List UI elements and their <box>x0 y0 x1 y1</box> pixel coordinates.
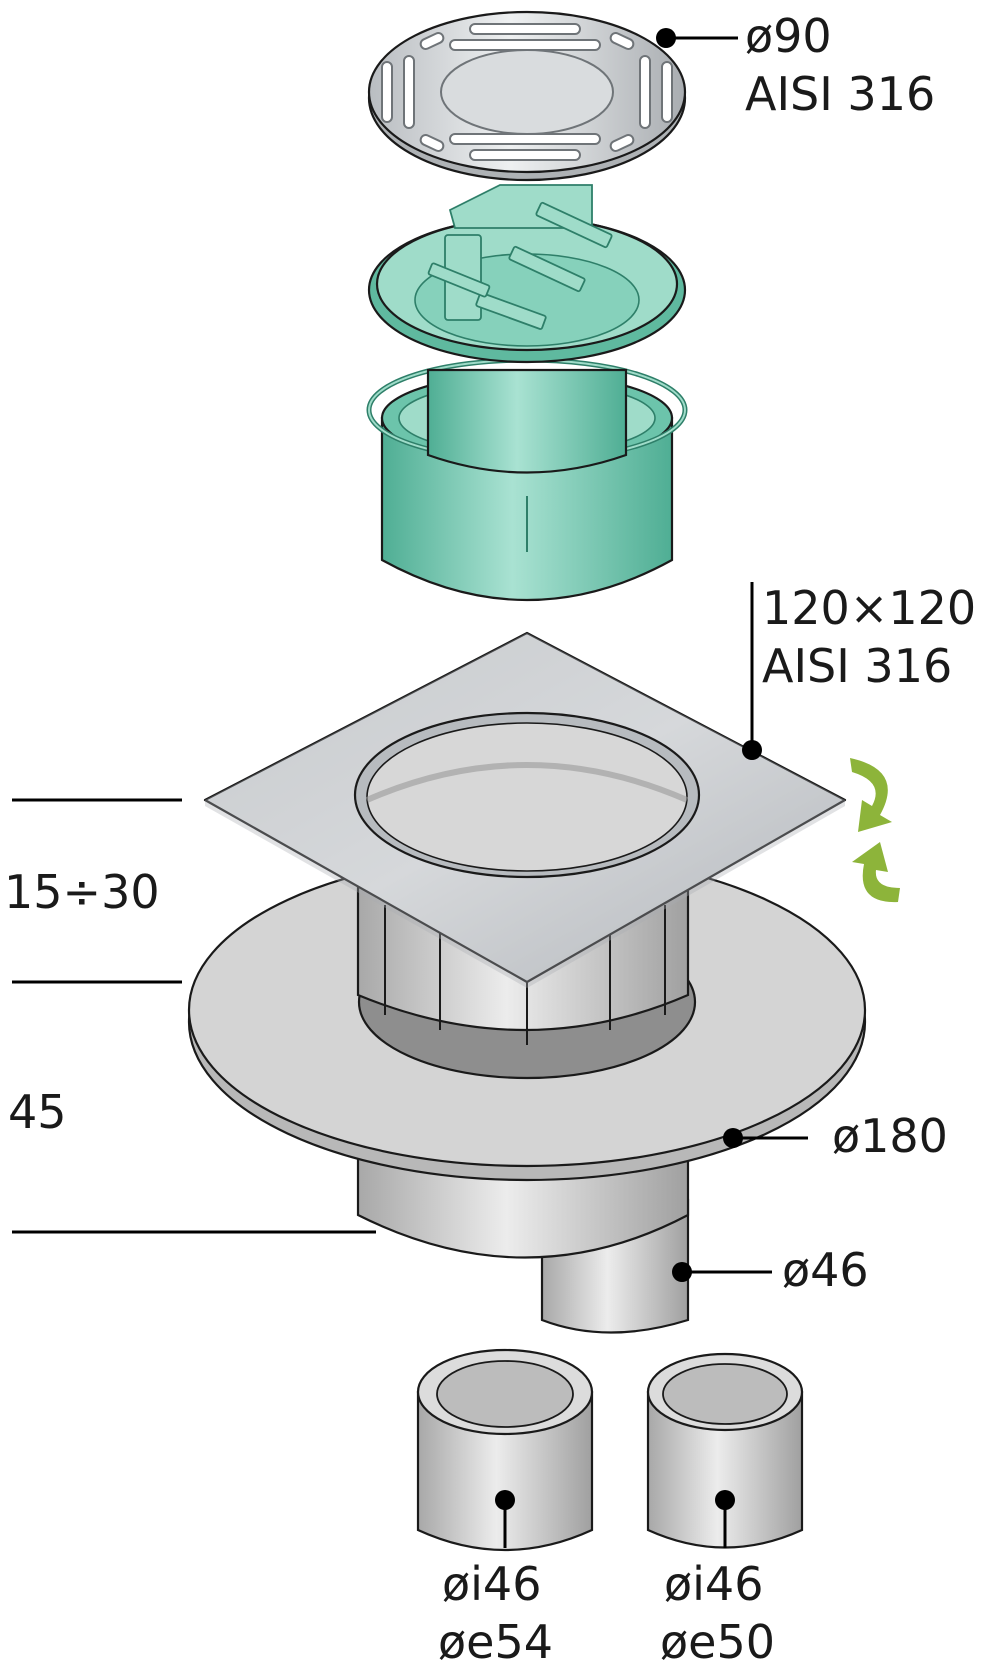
adapter-2-outer-label: øe50 <box>660 1615 775 1669</box>
adapter-50 <box>646 1352 804 1549</box>
rotate-arrows-icon <box>850 758 900 903</box>
leader-grate <box>656 28 738 48</box>
leader-outlet <box>672 1262 772 1282</box>
flange-material-label: AISI 316 <box>762 639 952 693</box>
flange-size-label: 120×120 <box>762 581 976 635</box>
square-flange <box>203 631 847 988</box>
round-grate <box>367 10 687 182</box>
dimension-adjust-label: 15÷30 <box>4 865 160 919</box>
leader-flange <box>742 582 762 760</box>
leader-membrane <box>723 1128 808 1148</box>
adapter-2-inner-label: øi46 <box>664 1557 763 1611</box>
adapter-54 <box>416 1348 594 1552</box>
adapter-1-inner-label: øi46 <box>442 1557 541 1611</box>
grate-diameter-label: ø90 <box>745 9 832 63</box>
leader-adapter-54 <box>495 1490 515 1548</box>
adapter-1-outer-label: øe54 <box>438 1615 553 1669</box>
outlet-diameter-label: ø46 <box>782 1243 869 1297</box>
leader-adapter-50 <box>715 1490 735 1548</box>
dimension-body-label: 45 <box>8 1085 67 1139</box>
membrane-diameter-label: ø180 <box>832 1109 948 1163</box>
green-odor-trap <box>366 184 688 602</box>
dimension-lines <box>12 798 376 1234</box>
grate-material-label: AISI 316 <box>745 67 935 121</box>
